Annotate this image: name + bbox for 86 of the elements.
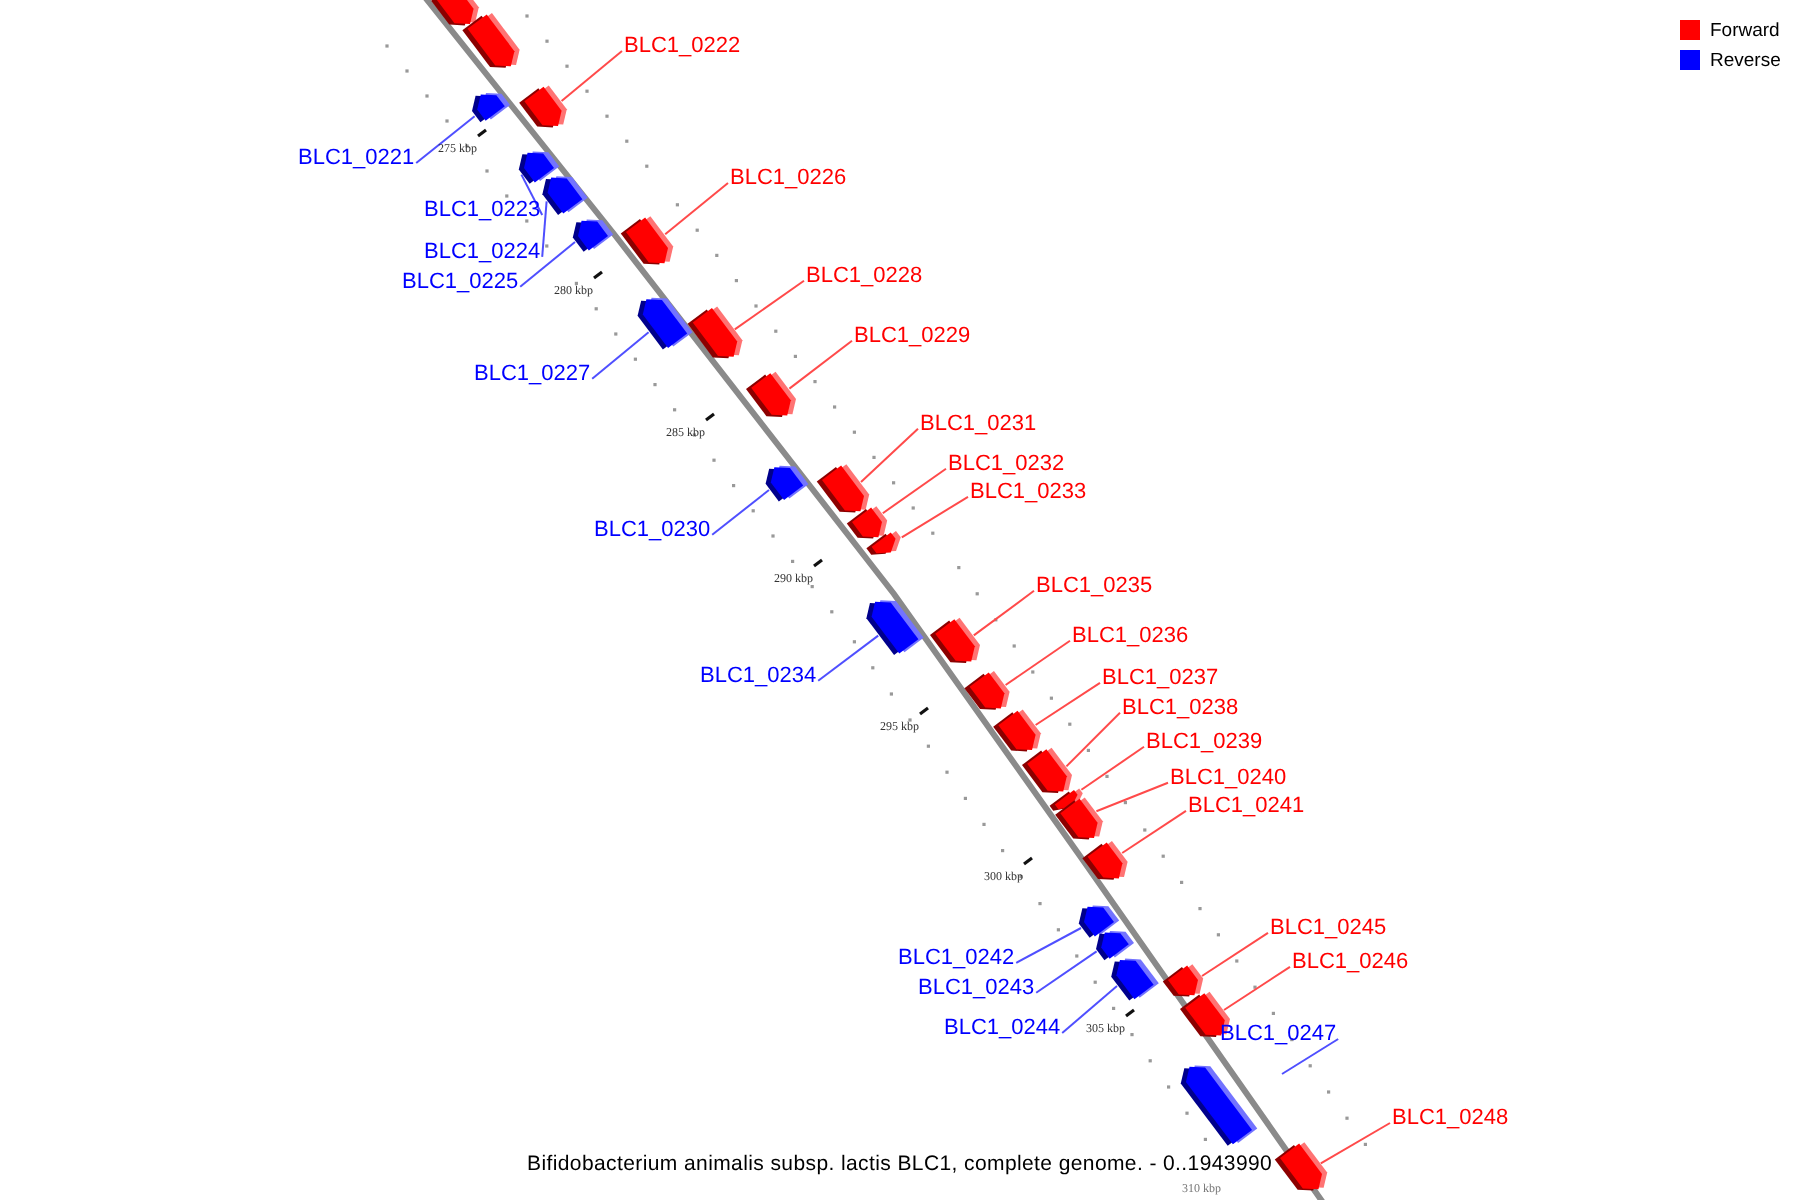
gene-block xyxy=(1274,1142,1328,1191)
gene-block xyxy=(572,219,614,252)
gene-block xyxy=(866,531,901,555)
gene-label: BLC1_0223 xyxy=(424,198,541,224)
legend-label: Reverse xyxy=(1710,50,1781,72)
leader-line xyxy=(415,115,476,164)
leader-line xyxy=(664,182,729,236)
leader-line xyxy=(1080,745,1145,791)
leader-line xyxy=(900,495,969,539)
leader-line xyxy=(560,50,623,102)
gene-block xyxy=(431,0,479,26)
legend-label: Forward xyxy=(1710,20,1780,42)
gene-label: BLC1_0246 xyxy=(1292,950,1409,976)
gene-label: BLC1_0225 xyxy=(402,270,519,296)
gene-block xyxy=(1022,747,1072,793)
gene-label: BLC1_0243 xyxy=(918,976,1035,1002)
gene-label: BLC1_0233 xyxy=(970,480,1087,506)
gene-label: BLC1_0222 xyxy=(624,34,741,60)
gene-label: BLC1_0227 xyxy=(474,362,591,388)
gene-block xyxy=(519,85,567,128)
gene-label: BLC1_0244 xyxy=(944,1016,1061,1042)
leader-line xyxy=(1035,950,1098,994)
leader-line xyxy=(733,279,805,331)
caption: Bifidobacterium animalis subsp. lactis BLC1, complete genome. - 0..1943990 xyxy=(525,1152,1275,1178)
leader-line xyxy=(788,339,853,390)
gene-label: BLC1_0235 xyxy=(1036,574,1153,600)
gene-block xyxy=(1180,1065,1258,1146)
gene-block xyxy=(866,600,924,655)
gene-label: BLC1_0239 xyxy=(1146,730,1263,756)
leader-line xyxy=(1065,711,1121,768)
gene-label: BLC1_0236 xyxy=(1072,624,1189,650)
leader-line xyxy=(972,589,1035,637)
gene-block xyxy=(993,709,1041,752)
gene-label: BLC1_0242 xyxy=(898,946,1015,972)
gene-block xyxy=(746,371,796,417)
leader-line xyxy=(1015,927,1082,964)
gene-block xyxy=(1082,841,1128,880)
leader-line xyxy=(1223,965,1291,1011)
leader-line xyxy=(519,241,576,288)
leader-line xyxy=(591,331,650,380)
leader-line xyxy=(541,200,548,258)
leader-line xyxy=(1034,681,1101,726)
gene-block xyxy=(816,464,870,513)
gene-label: BLC1_0228 xyxy=(806,264,923,290)
leader-line xyxy=(817,634,880,682)
leader-line xyxy=(520,173,544,216)
gene-block xyxy=(1162,964,1204,997)
leader-line xyxy=(1061,985,1118,1034)
gene-label: BLC1_0237 xyxy=(1102,666,1219,692)
leader-line xyxy=(881,467,947,515)
gene-label: BLC1_0245 xyxy=(1270,916,1387,942)
gene-block xyxy=(462,13,520,68)
gene-label: BLC1_0238 xyxy=(1122,696,1239,722)
gene-block xyxy=(687,306,743,359)
gene-block xyxy=(542,176,588,215)
gene-block xyxy=(637,297,693,350)
gene-block xyxy=(1055,797,1103,840)
gene-label: BLC1_0241 xyxy=(1188,794,1305,820)
gene-block xyxy=(1111,958,1159,1001)
gene-label: BLC1_0230 xyxy=(594,518,711,544)
gene-block xyxy=(964,671,1010,710)
leader-line xyxy=(860,427,919,483)
gene-label: BLC1_0226 xyxy=(730,166,847,192)
gene-block xyxy=(1078,905,1120,938)
gene-label: BLC1_0224 xyxy=(424,240,541,266)
leader-line xyxy=(1319,1122,1391,1165)
gene-block xyxy=(620,216,674,265)
gene-label: BLC1_0232 xyxy=(948,452,1065,478)
gene-label: BLC1_0231 xyxy=(920,412,1037,438)
gene-label: BLC1_0234 xyxy=(700,664,817,690)
gene-block xyxy=(472,93,510,123)
gene-label: BLC1_0221 xyxy=(298,146,415,172)
gene-block xyxy=(930,617,980,663)
gene-block xyxy=(765,465,809,502)
gene-label: BLC1_0229 xyxy=(854,324,971,350)
leader-line xyxy=(711,489,770,536)
leader-line xyxy=(1004,639,1071,686)
gene-label: BLC1_0248 xyxy=(1392,1106,1509,1132)
gene-label: BLC1_0247 xyxy=(1220,1022,1337,1048)
gene-label: BLC1_0240 xyxy=(1170,766,1287,792)
leader-line xyxy=(1201,931,1269,977)
leader-line xyxy=(1095,781,1169,813)
gene-block xyxy=(1096,931,1134,961)
gene-block xyxy=(518,151,560,184)
leader-line xyxy=(1281,1038,1340,1075)
leader-line xyxy=(1121,809,1187,854)
